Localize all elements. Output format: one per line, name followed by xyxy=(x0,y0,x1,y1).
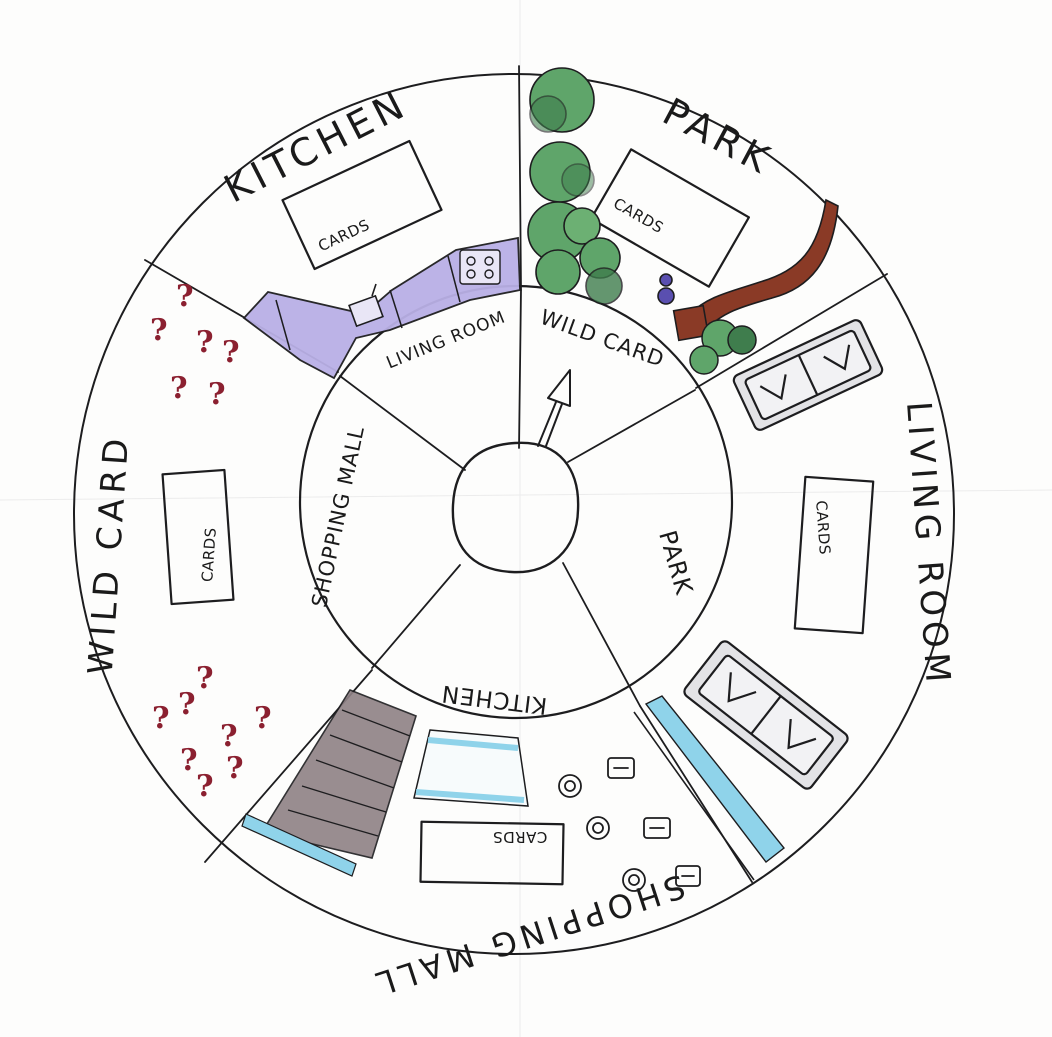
inner-label-shopping-mall: SHOPPING MALL xyxy=(307,424,369,610)
svg-text:?: ? xyxy=(170,371,188,406)
svg-text:?: ? xyxy=(196,661,214,696)
card-slot-shopping-mall[interactable]: CARDS xyxy=(419,820,565,886)
fountain-icon xyxy=(413,729,529,807)
path-icon xyxy=(688,198,839,332)
bench-icon xyxy=(657,273,710,342)
svg-text:?: ? xyxy=(254,701,272,736)
svg-text:?: ? xyxy=(150,313,168,348)
outer-label-park: PARK xyxy=(656,89,781,183)
sink-icon xyxy=(348,283,384,328)
card-label-living-room: CARDS xyxy=(812,500,834,556)
svg-text:?: ? xyxy=(152,701,170,736)
question-marks-bottom: ? ? ? ? ? ? ? ? xyxy=(152,661,272,804)
svg-text:?: ? xyxy=(196,769,214,804)
outer-ring xyxy=(73,73,955,955)
svg-text:?: ? xyxy=(220,719,238,754)
svg-text:?: ? xyxy=(196,325,214,360)
card-label-kitchen: CARDS xyxy=(315,216,372,255)
svg-text:?: ? xyxy=(208,377,226,412)
table-set-icons xyxy=(558,757,701,892)
svg-text:?: ? xyxy=(180,743,198,778)
outer-label-kitchen: KITCHEN xyxy=(217,81,415,211)
sofa-icon-top xyxy=(732,319,884,431)
svg-text:?: ? xyxy=(178,687,196,722)
question-marks-top: ? ? ? ? ? ? xyxy=(150,279,240,412)
card-label-shopping-mall: CARDS xyxy=(493,828,548,846)
escalator-tiles xyxy=(260,689,417,859)
water-strip-right xyxy=(633,695,785,881)
inner-label-park: PARK xyxy=(653,527,698,598)
svg-text:?: ? xyxy=(222,335,240,370)
card-slot-living-room[interactable]: CARDS xyxy=(793,475,875,635)
card-label-park: CARDS xyxy=(610,194,666,237)
sofa-icon-bottom xyxy=(683,640,849,790)
water-strip-left xyxy=(241,813,357,877)
inner-label-wild-card: WILD CARD xyxy=(537,305,668,372)
card-label-wild-card: CARDS xyxy=(198,527,220,583)
tree-row xyxy=(527,67,623,305)
center-spinner xyxy=(451,441,580,574)
svg-text:?: ? xyxy=(176,279,194,314)
bush-icon xyxy=(689,319,757,375)
inner-label-kitchen: KITCHEN xyxy=(440,680,549,719)
svg-text:?: ? xyxy=(226,751,244,786)
card-slot-wild-card[interactable]: CARDS xyxy=(161,468,235,606)
inner-dividers xyxy=(339,289,696,707)
stove-icon xyxy=(459,249,501,285)
spinner-arrow xyxy=(537,369,571,447)
outer-label-wild-card: WILD CARD xyxy=(81,432,138,676)
